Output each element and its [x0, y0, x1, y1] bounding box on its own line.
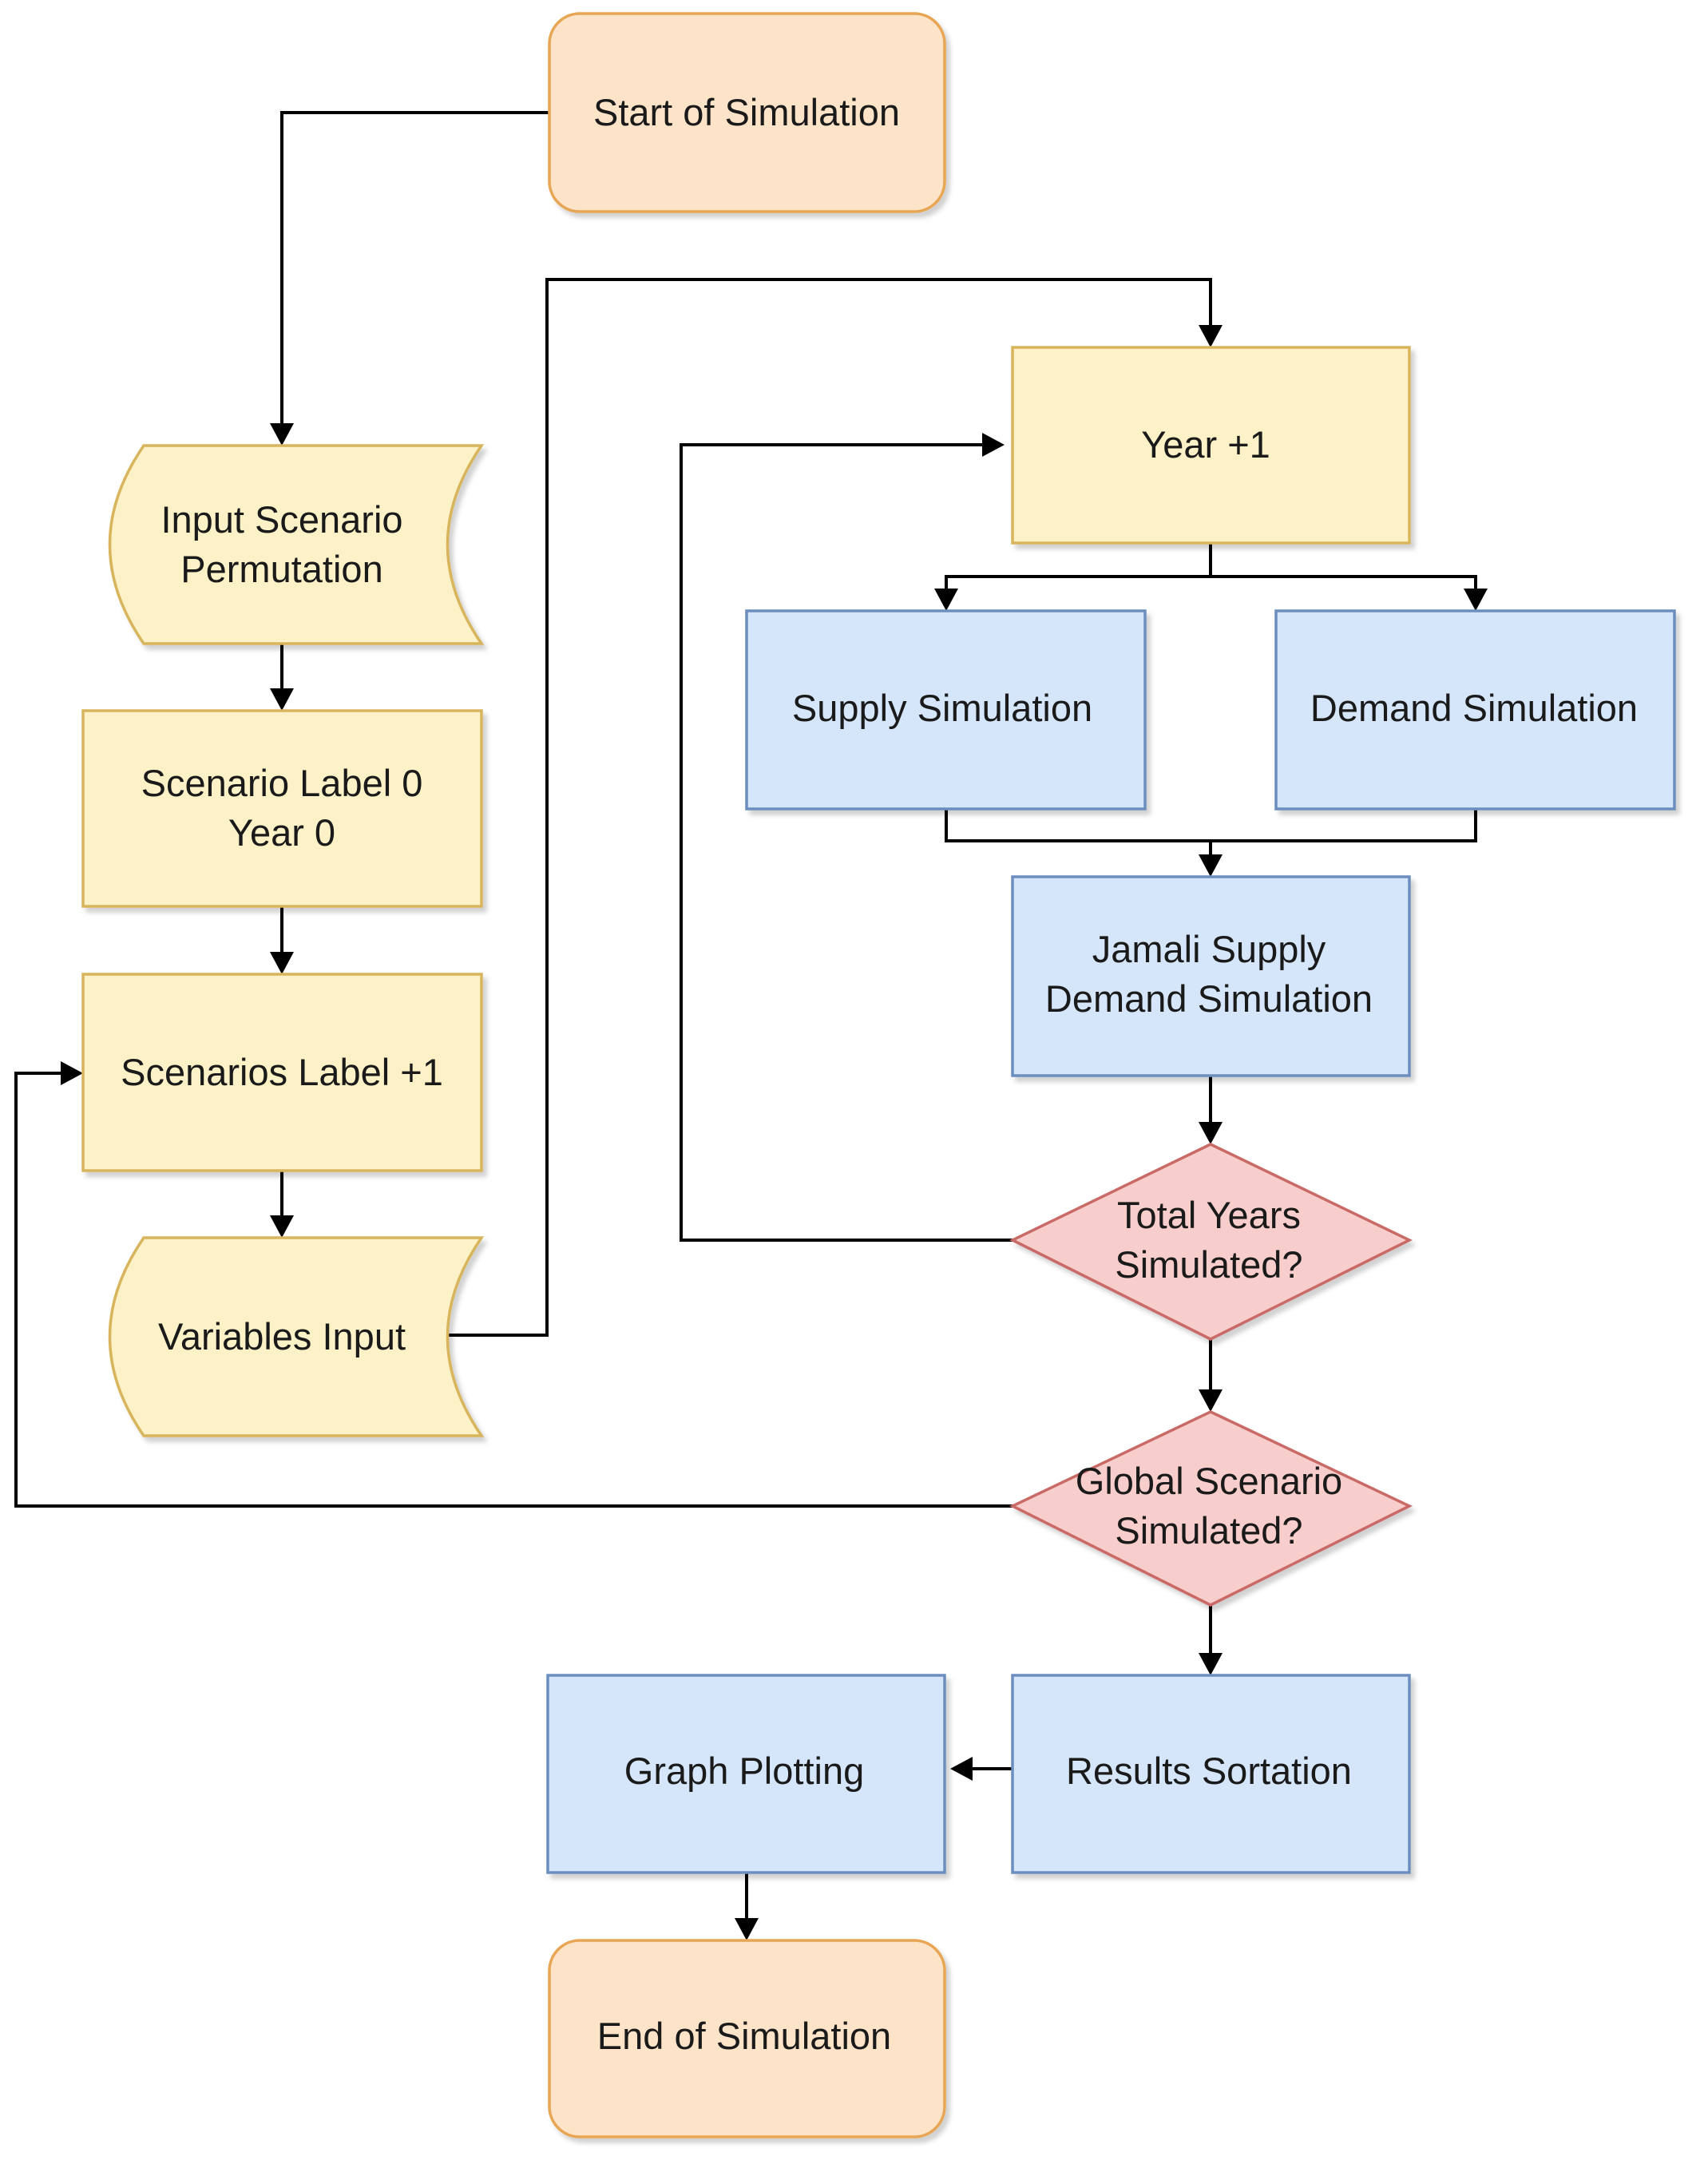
edge-start-to-input-perm [280, 111, 549, 430]
edge-vars-input-to-year-plus [420, 278, 1212, 1337]
vars-input-label: Variables Input [158, 1315, 406, 1358]
global-label-line: Simulated? [1115, 1509, 1302, 1552]
input-perm-label-line: Permutation [180, 548, 382, 590]
results-label: Results Sortation [1066, 1750, 1352, 1792]
year-plus-process [1011, 346, 1411, 545]
edge-supply-to-jamali [945, 809, 1212, 861]
edge-year-plus-to-demand [1211, 575, 1477, 595]
connectors [14, 111, 1488, 1940]
total-years-decision [1009, 1143, 1413, 1341]
results-process [1011, 1674, 1411, 1874]
arrowhead-vars-input [270, 1215, 294, 1238]
vars-input-label-line: Variables Input [158, 1315, 406, 1358]
graph-label: Graph Plotting [624, 1750, 864, 1792]
arrowhead-global [1199, 1389, 1223, 1412]
label-plus-label-line: Scenarios Label +1 [121, 1051, 443, 1093]
arrowhead-total-years [1199, 1122, 1223, 1144]
arrowhead-label-plus-left [61, 1061, 83, 1085]
arrowhead-graph [950, 1757, 973, 1781]
demand-label: Demand Simulation [1310, 687, 1638, 729]
year-plus-label-line: Year +1 [1141, 423, 1270, 466]
global-label-line: Global Scenario [1076, 1460, 1342, 1502]
end-label: End of Simulation [597, 2015, 891, 2057]
arrowhead-year-plus-left [982, 433, 1005, 457]
arrowhead-label0 [270, 688, 294, 711]
arrowhead-demand [1464, 589, 1488, 611]
edge-year-plus-to-supply [945, 543, 1212, 595]
demand-process [1274, 609, 1676, 811]
label0-process [81, 709, 483, 908]
global-decision [1009, 1410, 1413, 1607]
label0-label-line: Year 0 [228, 811, 335, 854]
arrowhead-year-plus-top [1199, 325, 1223, 347]
edge-global-to-label-plus [14, 1072, 1013, 1508]
graph-label-line: Graph Plotting [624, 1750, 864, 1792]
arrowhead-end [735, 1918, 759, 1940]
arrowhead-input-perm [270, 423, 294, 446]
demand-label-line: Demand Simulation [1310, 687, 1638, 729]
edge-total-years-to-year-plus [680, 443, 1013, 1242]
edge-demand-to-jamali [1211, 809, 1477, 842]
input-perm-stored-data [108, 444, 485, 645]
arrowhead-supply [934, 589, 958, 611]
label0-label-line: Scenario Label 0 [141, 762, 423, 804]
label-plus-process [81, 973, 483, 1172]
total-years-label-line: Total Years [1117, 1194, 1301, 1236]
results-label-line: Results Sortation [1066, 1750, 1352, 1792]
end-terminal [548, 1939, 946, 2138]
vars-input-stored-data [108, 1236, 485, 1437]
graph-process [546, 1674, 946, 1874]
end-label-line: End of Simulation [597, 2015, 891, 2057]
label0-label: Scenario Label 0 Year 0 [141, 762, 423, 854]
supply-process [745, 609, 1147, 811]
input-perm-label-line: Input Scenario [160, 498, 402, 541]
jamali-process [1011, 875, 1411, 1077]
total-years-label-line: Simulated? [1115, 1243, 1302, 1286]
arrowhead-jamali [1199, 854, 1223, 877]
start-label: Start of Simulation [593, 91, 900, 133]
year-plus-label: Year +1 [1141, 423, 1270, 466]
arrowhead-label-plus [270, 952, 294, 974]
supply-label: Supply Simulation [792, 687, 1092, 729]
jamali-label-line: Jamali Supply [1092, 928, 1326, 970]
start-label-line: Start of Simulation [593, 91, 900, 133]
supply-label-line: Supply Simulation [792, 687, 1092, 729]
jamali-label-line: Demand Simulation [1045, 977, 1373, 1020]
label-plus-label: Scenarios Label +1 [121, 1051, 443, 1093]
arrowhead-results [1199, 1653, 1223, 1675]
start-terminal [548, 12, 946, 213]
